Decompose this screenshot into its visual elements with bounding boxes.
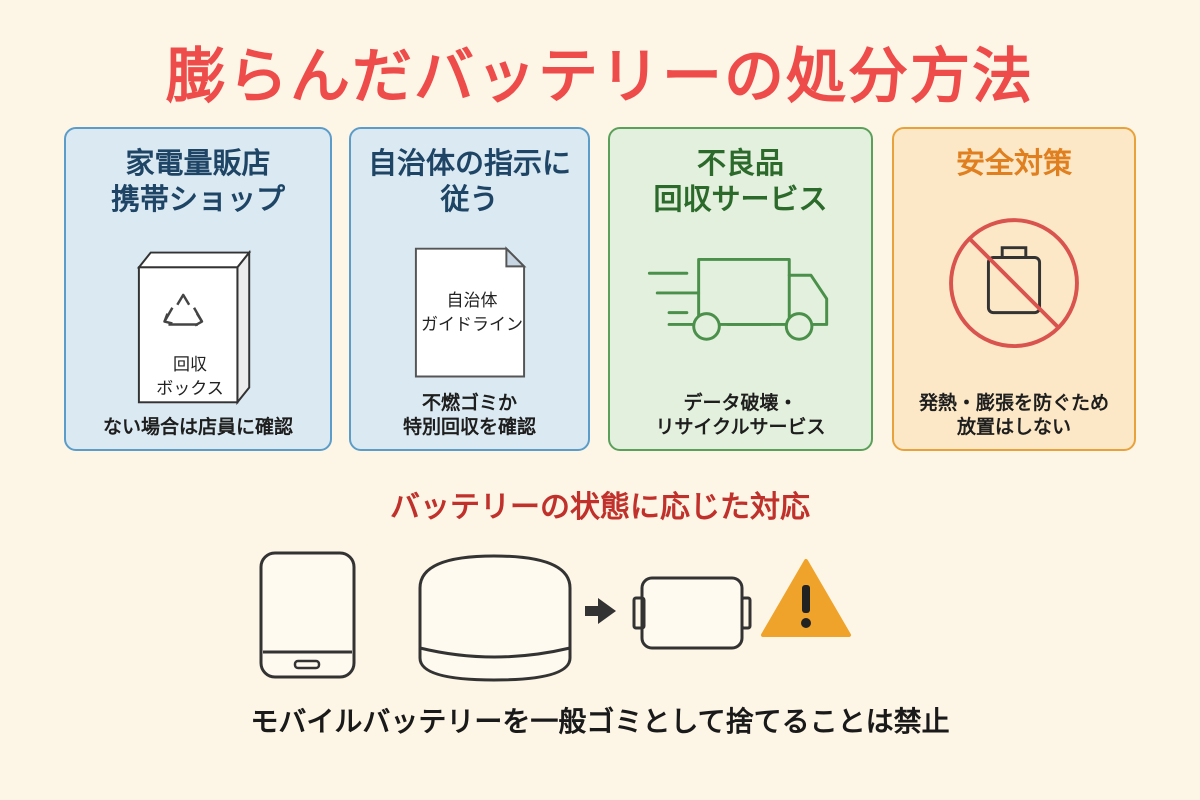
card-title: 安全対策	[955, 146, 1072, 180]
section-subtitle: バッテリーの状態に応じた対応	[390, 490, 810, 525]
document-label: 自治体 ガイドライン	[421, 291, 523, 335]
mobile-battery-icon	[259, 551, 356, 679]
card-electronics-store: 家電量販店 携帯ショップ 回収 ボックス ない場合は店員に確認	[64, 127, 332, 451]
card-title: 家電量販店 携帯ショップ	[110, 146, 285, 216]
card-safety: 安全対策 発熱・膨張を防ぐため 放置はしない	[892, 127, 1136, 451]
arrow-right-icon	[585, 598, 616, 624]
card-title: 不良品 回収サービス	[653, 146, 828, 216]
card-caption: 発熱・膨張を防ぐため 放置はしない	[918, 392, 1109, 438]
box-label: 回収 ボックス	[156, 355, 224, 399]
card-municipality: 自治体の指示に 従う 自治体 ガイドライン 不燃ゴミか 特別回収を確認	[349, 127, 590, 451]
card-defect-collection: 不良品 回収サービス データ破壊・ リサイクルサービス	[608, 127, 873, 451]
document-icon	[414, 246, 527, 378]
card-title: 自治体の指示に 従う	[367, 146, 571, 216]
card-caption: ない場合は店員に確認	[102, 416, 293, 438]
recycle-box-icon	[136, 249, 252, 406]
card-caption: 不燃ゴミか 特別回収を確認	[402, 392, 536, 438]
battery-icon	[632, 576, 752, 650]
card-caption: データ破壊・ リサイクルサービス	[655, 392, 826, 438]
footer-warning: モバイルバッテリーを一般ゴミとして捨てることは禁止	[250, 705, 950, 738]
warning-icon	[761, 559, 851, 637]
page-title: 膨らんだバッテリーの処分方法	[166, 42, 1034, 112]
recycle-icon	[163, 293, 204, 327]
delivery-truck-icon	[647, 257, 829, 341]
no-bag-prohibited-icon	[949, 218, 1079, 349]
swollen-battery-icon	[418, 554, 572, 682]
